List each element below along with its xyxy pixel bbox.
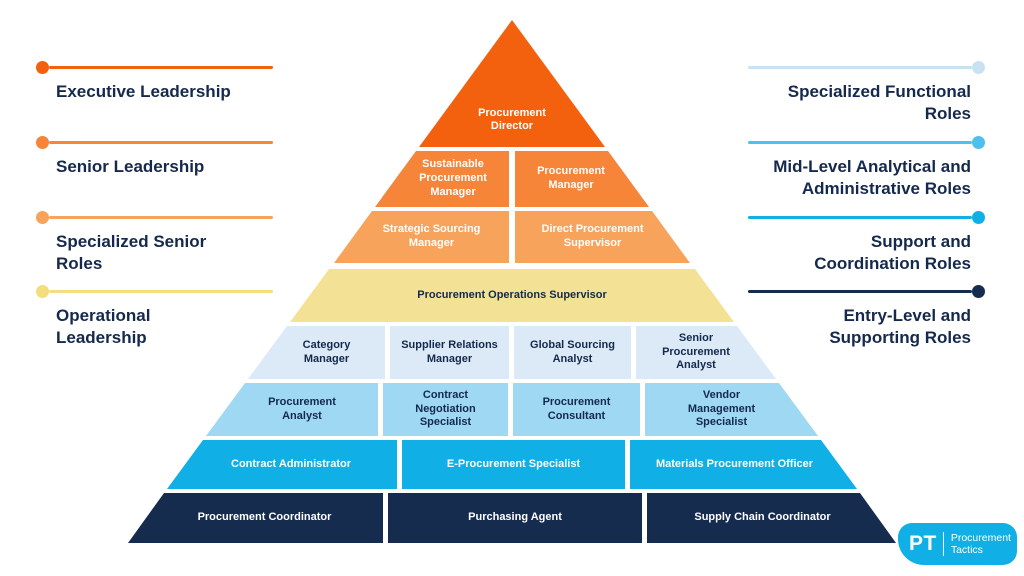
legend-label: Specialized Senior Roles [56,232,207,274]
legend-item-executive-leadership: Executive Leadership [36,61,273,103]
block-supply-chain-coordinator: Supply Chain Coordinator [647,493,896,543]
legend-label: Support and Coordination Roles [814,232,971,274]
rule-line [748,141,972,144]
legend-label: Operational Leadership [56,306,151,348]
rule-line [49,290,273,293]
bullet-dot-icon [36,285,49,298]
logo-wordmark: Procurement Tactics [950,531,1011,556]
rule-line [748,66,972,69]
block-strategic-sourcing-manager: Strategic Sourcing Manager [334,211,509,263]
bullet-dot-icon [36,61,49,74]
pyramid-level-8: Procurement Coordinator Purchasing Agent… [128,493,896,543]
legend-item-entry-level-supporting-roles: Entry-Level and Supporting Roles [748,285,985,350]
bullet-dot-icon [972,285,985,298]
legend-rule [748,61,985,74]
legend-rule [748,136,985,149]
block-procurement-operations-supervisor: Procurement Operations Supervisor [290,269,734,322]
block-supplier-relations-manager: Supplier Relations Manager [390,326,509,379]
procurement-roles-pyramid: Procurement Director Sustainable Procure… [128,20,896,543]
pyramid-level-7: Contract Administrator E-Procurement Spe… [167,440,857,489]
block-sustainable-procurement-manager: Sustainable Procurement Manager [375,151,509,207]
rule-line [49,66,273,69]
pyramid-level-1: Procurement Director [419,20,605,147]
block-contract-negotiation-specialist: Contract Negotiation Specialist [383,383,508,436]
pyramid-level-3: Strategic Sourcing Manager Direct Procur… [334,211,690,263]
block-purchasing-agent: Purchasing Agent [388,493,642,543]
block-category-manager: Category Manager [248,326,385,379]
rule-line [748,216,972,219]
block-procurement-coordinator: Procurement Coordinator [128,493,383,543]
block-direct-procurement-supervisor: Direct Procurement Supervisor [515,211,690,263]
legend-label: Mid-Level Analytical and Administrative … [773,157,971,199]
pyramid-level-6: Procurement Analyst Contract Negotiation… [206,383,818,436]
block-procurement-analyst: Procurement Analyst [206,383,378,436]
legend-label: Senior Leadership [56,157,205,176]
legend-rule [36,61,273,74]
legend-label: Executive Leadership [56,82,231,101]
rule-line [49,216,273,219]
pyramid-level-2: Sustainable Procurement Manager Procurem… [375,151,649,207]
block-e-procurement-specialist: E-Procurement Specialist [402,440,625,489]
legend-item-support-coordination-roles: Support and Coordination Roles [748,211,985,276]
block-vendor-management-specialist: Vendor Management Specialist [645,383,818,436]
block-global-sourcing-analyst: Global Sourcing Analyst [514,326,631,379]
legend-rule [748,285,985,298]
logo-divider [942,532,944,556]
pyramid-level-4: Procurement Operations Supervisor [290,269,734,322]
logo-pt-monogram: PT [909,532,937,555]
bullet-dot-icon [972,61,985,74]
legend-item-specialized-senior-roles: Specialized Senior Roles [36,211,273,276]
legend-label: Specialized Functional Roles [787,82,971,124]
legend-rule [36,211,273,224]
procurement-tactics-logo: PT Procurement Tactics [898,523,1017,565]
block-procurement-director: Procurement Director [419,20,605,147]
block-senior-procurement-analyst: Senior Procurement Analyst [636,326,776,379]
block-procurement-consultant: Procurement Consultant [513,383,640,436]
legend-rule [36,136,273,149]
legend-rule [748,211,985,224]
legend-rule [36,285,273,298]
legend-item-mid-level-analytical-administrative-roles: Mid-Level Analytical and Administrative … [748,136,985,201]
legend-label: Entry-Level and Supporting Roles [829,306,971,348]
rule-line [748,290,972,293]
legend-item-specialized-functional-roles: Specialized Functional Roles [748,61,985,126]
legend-item-operational-leadership: Operational Leadership [36,285,273,350]
bullet-dot-icon [972,211,985,224]
legend-item-senior-leadership: Senior Leadership [36,136,273,178]
rule-line [49,141,273,144]
bullet-dot-icon [972,136,985,149]
block-procurement-manager: Procurement Manager [515,151,649,207]
pyramid-level-5: Category Manager Supplier Relations Mana… [248,326,776,379]
bullet-dot-icon [36,136,49,149]
bullet-dot-icon [36,211,49,224]
block-contract-administrator: Contract Administrator [167,440,397,489]
block-materials-procurement-officer: Materials Procurement Officer [630,440,857,489]
